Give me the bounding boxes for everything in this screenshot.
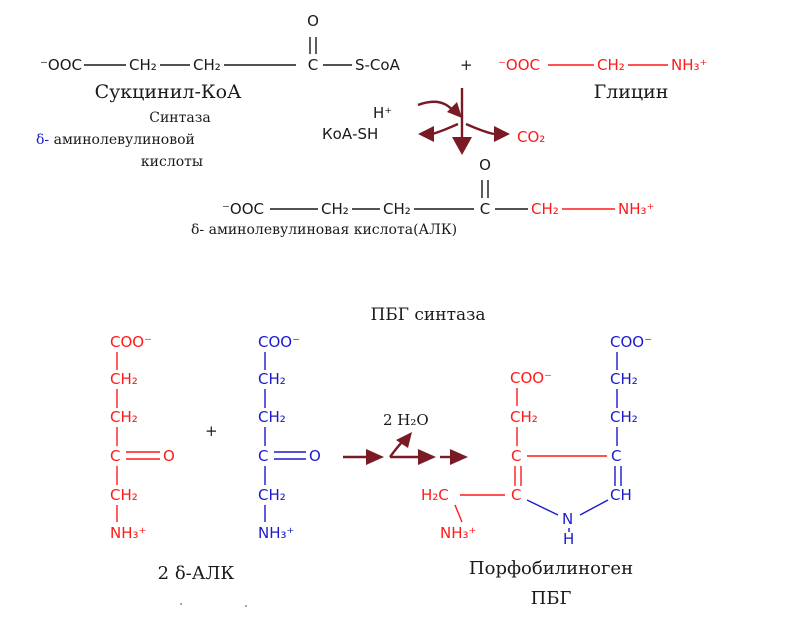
methylene-group: CH₂ xyxy=(510,408,538,426)
porphobilinogen-molecule: COO⁻ CH₂ C C H₂C NH₃⁺ COO⁻ CH₂ CH₂ C CH xyxy=(421,333,652,548)
pbg-synthase-label: ПБГ синтаза xyxy=(370,305,485,325)
carboxylate-group: COO⁻ xyxy=(110,333,152,351)
water-label: 2 H₂O xyxy=(383,411,429,429)
ring-bond-c2-n xyxy=(526,499,559,516)
ring-nitrogen: N xyxy=(562,510,573,528)
carbonyl-carbon: C xyxy=(258,447,268,465)
glycine-name: Глицин xyxy=(594,81,669,103)
glycine-amino: NH₃⁺ xyxy=(671,56,707,74)
succinyl-coa-name: Сукцинил-КоА xyxy=(95,81,242,103)
arrowhead-3 xyxy=(450,449,468,465)
carbonyl-oxygen: O xyxy=(309,447,321,465)
pbg-red-fragment: COO⁻ CH₂ C C H₂C NH₃⁺ xyxy=(421,369,607,542)
delta-prefix: δ- xyxy=(36,132,49,148)
methylene-group-1: CH₂ xyxy=(610,370,638,388)
carboxylate-group: ⁻OOC xyxy=(40,56,82,74)
enzyme-label-text: аминолевулиновой xyxy=(49,132,195,148)
reaction1-arrows xyxy=(417,88,510,155)
methylene-group-3: CH₂ xyxy=(531,200,559,218)
coash-arrow-curve xyxy=(431,122,459,136)
coash-arrowhead xyxy=(418,126,434,142)
methylene-group-2: CH₂ xyxy=(110,408,138,426)
proton-arrowhead xyxy=(447,102,462,118)
pbg-blue-fragment: COO⁻ CH₂ CH₂ C CH N H xyxy=(526,333,652,548)
ala-product-formula: O ⁻OOC CH₂ CH₂ C CH₂ NH₃⁺ xyxy=(222,156,654,218)
ala-molecule-blue: COO⁻ CH₂ CH₂ C O CH₂ NH₃⁺ xyxy=(258,333,321,542)
ring-carbon-2: C xyxy=(511,486,521,504)
glycine-carboxylate: ⁻OOC xyxy=(498,56,540,74)
methylene-group-2: CH₂ xyxy=(383,200,411,218)
carboxylate-group: COO⁻ xyxy=(258,333,300,351)
glycine-formula: ⁻OOC CH₂ NH₃⁺ xyxy=(498,56,707,74)
ring-carbon-3: C xyxy=(511,447,521,465)
arrowhead-1 xyxy=(366,449,384,465)
carbonyl-oxygen: O xyxy=(307,12,319,30)
methylene-group-1: CH₂ xyxy=(258,370,286,388)
methylene-group-1: CH₂ xyxy=(129,56,157,74)
enzyme-label-line3: кислоты xyxy=(141,154,203,170)
ring-carbon-4: C xyxy=(611,447,621,465)
bond-line xyxy=(454,504,463,523)
ala-molecule-red: COO⁻ CH₂ CH₂ C O CH₂ NH₃⁺ xyxy=(110,333,175,542)
carbonyl-carbon: C xyxy=(110,447,120,465)
proton-label: H⁺ xyxy=(373,104,392,122)
plus-sign: + xyxy=(205,422,218,440)
co2-label: CO₂ xyxy=(517,128,545,146)
amino-group: NH₃⁺ xyxy=(110,524,146,542)
ring-carbon-5: CH xyxy=(610,486,632,504)
ring-bond-n-c5 xyxy=(579,499,609,516)
pbg-abbreviation: ПБГ xyxy=(531,588,572,609)
amino-group: NH₃⁺ xyxy=(440,524,476,542)
carboxylate-group: COO⁻ xyxy=(610,333,652,351)
succinyl-coa-formula: O ⁻OOC CH₂ CH₂ C S-CoA + xyxy=(40,12,473,74)
enzyme-label-line2: δ- аминолевулиновой xyxy=(36,132,195,148)
carbonyl-carbon: C xyxy=(308,56,318,74)
ala-product-name: δ- аминолевулиновая кислота(АЛК) xyxy=(191,222,457,238)
water-arrowhead xyxy=(396,432,412,448)
methylene-group-1: CH₂ xyxy=(321,200,349,218)
co2-arrow-curve xyxy=(465,122,495,136)
carbonyl-oxygen: O xyxy=(479,156,491,174)
amino-group: NH₃⁺ xyxy=(258,524,294,542)
methylene-group-3: CH₂ xyxy=(258,486,286,504)
co2-arrowhead xyxy=(494,126,510,142)
enzyme-label-line1: Синтаза xyxy=(149,110,210,126)
carboxylate-group: COO⁻ xyxy=(510,369,552,387)
plus-sign: + xyxy=(460,56,473,74)
methylene-group-2: CH₂ xyxy=(193,56,221,74)
reaction2-arrows xyxy=(343,432,468,465)
main-reaction-arrowhead xyxy=(452,137,472,155)
methylene-group-2: CH₂ xyxy=(610,408,638,426)
methylene-group-3: CH₂ xyxy=(110,486,138,504)
methylene-group-1: CH₂ xyxy=(110,370,138,388)
carbonyl-oxygen: O xyxy=(163,447,175,465)
ring-hydrogen: H xyxy=(563,530,574,548)
coash-label: КоА-SH xyxy=(322,125,378,143)
methylene-group-2: CH₂ xyxy=(258,408,286,426)
ala-label: 2 δ-АЛК xyxy=(158,563,235,584)
aminomethyl-carbon: H₂C xyxy=(421,486,449,504)
coa-thioester: S-CoA xyxy=(355,56,401,74)
pbg-name: Порфобилиноген xyxy=(469,558,633,579)
glycine-methylene: CH₂ xyxy=(597,56,625,74)
amino-group: NH₃⁺ xyxy=(618,200,654,218)
carboxylate-group: ⁻OOC xyxy=(222,200,264,218)
arrowhead-2 xyxy=(418,449,436,465)
carbonyl-carbon: C xyxy=(480,200,490,218)
